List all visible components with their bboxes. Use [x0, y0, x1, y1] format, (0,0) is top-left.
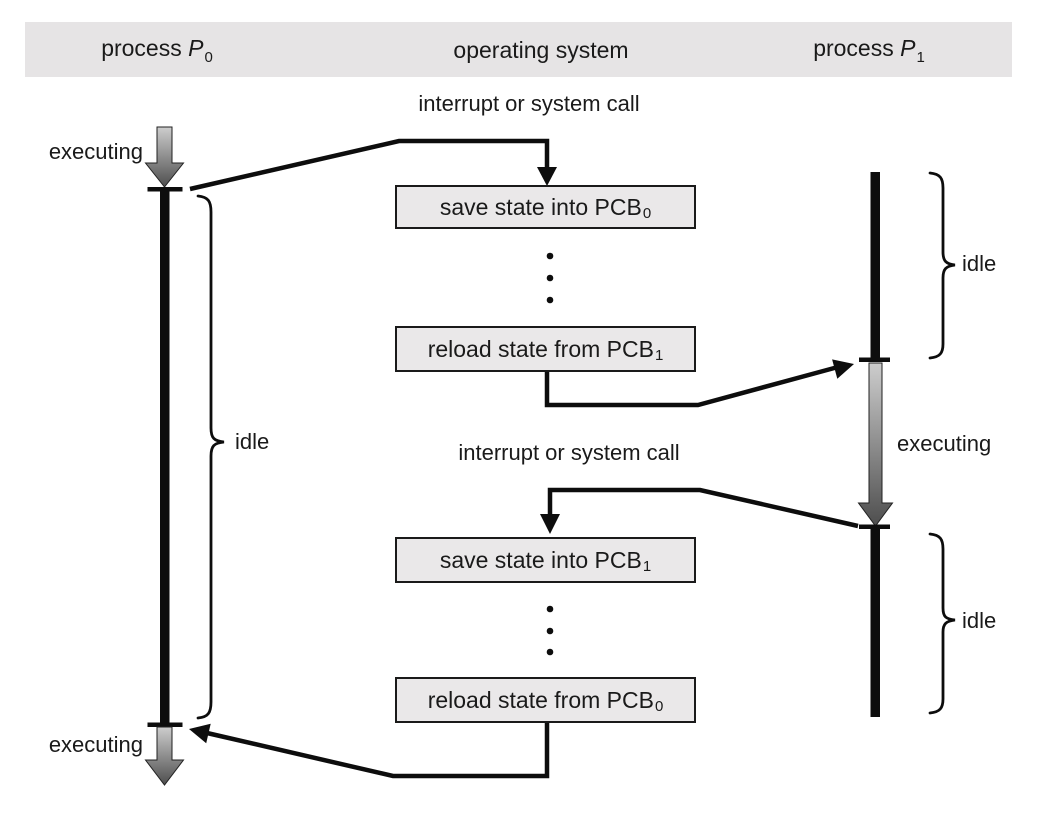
header-label-p0: process P0 — [101, 34, 213, 66]
executing-label-p1: executing — [897, 431, 992, 456]
p0-executing-arrow-top — [144, 126, 185, 188]
p1-tick-top — [859, 357, 890, 362]
arrowhead-into-box3 — [540, 514, 560, 534]
arrowhead-into-box1 — [537, 167, 557, 186]
dispatch-line-to-p1 — [544, 359, 854, 408]
arrowhead-to-p1 — [832, 359, 854, 379]
arrowhead-to-p0 — [189, 723, 211, 744]
executing-label-p0-top: executing — [48, 139, 143, 164]
p0-tick-bottom — [147, 722, 183, 727]
brace-idle-p0 — [196, 194, 225, 720]
p0-idle-lifeline — [160, 189, 170, 723]
dispatch-line-to-p0 — [189, 723, 550, 779]
interrupt-label-bottom: interrupt or system call — [458, 440, 680, 465]
ellipsis-dots-bottom — [546, 605, 554, 656]
p0-executing-arrow-bottom — [144, 726, 185, 786]
header-label-os: operating system — [453, 36, 629, 63]
idle-label-p1-bottom: idle — [962, 608, 997, 633]
interrupt-line-bottom — [540, 487, 859, 534]
interrupt-label-top: interrupt or system call — [418, 91, 640, 116]
brace-idle-p1-bottom — [928, 532, 956, 715]
idle-label-p1-top: idle — [962, 251, 997, 276]
p1-idle-lifeline-top — [870, 172, 880, 358]
idle-label-p0: idle — [235, 429, 270, 454]
p1-idle-lifeline-bottom — [870, 528, 880, 717]
p1-executing-arrow — [857, 362, 894, 527]
executing-label-p0-bottom: executing — [48, 732, 143, 757]
header-bar: process P0 operating system process P1 — [25, 22, 1012, 77]
interrupt-line-top — [189, 138, 557, 192]
p0-timeline — [144, 126, 185, 786]
brace-idle-p1-top — [928, 171, 956, 360]
p1-timeline — [857, 172, 894, 717]
header-label-p1: process P1 — [813, 34, 925, 66]
ellipsis-dots-top — [546, 252, 554, 304]
p1-tick-bottom — [859, 524, 890, 529]
